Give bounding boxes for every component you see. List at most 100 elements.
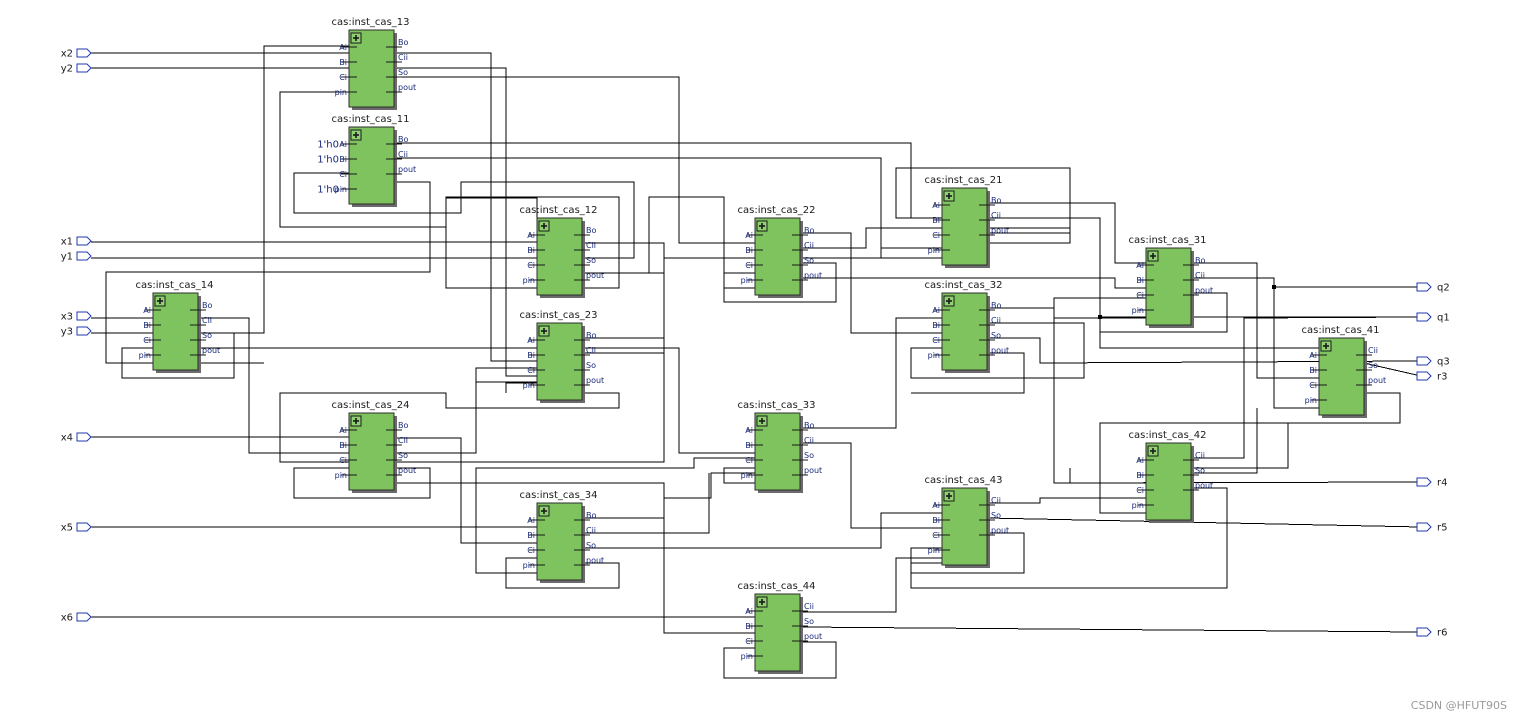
input-pin-ai: Ai bbox=[339, 426, 347, 435]
expand-plus-icon[interactable] bbox=[1147, 445, 1159, 457]
output-port-label: q1 bbox=[1437, 313, 1450, 324]
wire-net-51 bbox=[723, 641, 837, 679]
expand-plus-icon[interactable] bbox=[538, 220, 550, 232]
output-pin-pout: pout bbox=[804, 271, 822, 280]
input-port-y1[interactable]: y1 bbox=[61, 251, 92, 263]
output-pin-bo: Bo bbox=[991, 301, 1001, 310]
expand-plus-icon[interactable] bbox=[350, 32, 362, 44]
expand-plus-icon[interactable] bbox=[756, 415, 768, 427]
output-port-arrow-icon bbox=[1416, 282, 1432, 292]
input-pin-bi: Bi bbox=[527, 246, 535, 255]
input-pin-ai: Ai bbox=[1136, 261, 1144, 270]
input-pin-ci: Ci bbox=[932, 336, 940, 345]
output-port-q1[interactable]: q1 bbox=[1416, 312, 1450, 324]
input-port-label: x2 bbox=[61, 49, 73, 60]
expand-plus-icon[interactable] bbox=[538, 505, 550, 517]
expand-plus-icon[interactable] bbox=[943, 190, 955, 202]
wire-net-2 bbox=[91, 67, 537, 377]
input-port-x5[interactable]: x5 bbox=[61, 522, 92, 534]
junction-layer bbox=[1098, 285, 1276, 319]
cas-block-11[interactable]: cas:inst_cas_11Ai1'h0Bi1'h0Cipin1'h0BoCi… bbox=[317, 114, 416, 207]
output-port-r4[interactable]: r4 bbox=[1416, 477, 1447, 489]
input-pin-pin: pin bbox=[1132, 306, 1144, 315]
output-port-arrow-icon bbox=[1416, 371, 1432, 381]
output-port-r6[interactable]: r6 bbox=[1416, 627, 1447, 639]
input-pin-ci: Ci bbox=[1309, 381, 1317, 390]
expand-plus-icon[interactable] bbox=[1147, 250, 1159, 262]
output-pin-so: So bbox=[804, 617, 814, 626]
input-pin-pin: pin bbox=[741, 652, 753, 661]
expand-plus-icon[interactable] bbox=[943, 490, 955, 502]
input-pin-pin: pin bbox=[139, 351, 151, 360]
input-pin-ai: Ai bbox=[745, 607, 753, 616]
output-pin-pout: pout bbox=[202, 346, 220, 355]
expand-plus-icon[interactable] bbox=[350, 415, 362, 427]
output-port-r3[interactable]: r3 bbox=[1416, 371, 1447, 383]
input-port-x6[interactable]: x6 bbox=[61, 612, 92, 624]
expand-plus-icon[interactable] bbox=[756, 596, 768, 608]
output-port-q2[interactable]: q2 bbox=[1416, 282, 1450, 294]
output-pin-bo: Bo bbox=[586, 511, 596, 520]
wire-net-53 bbox=[910, 322, 1085, 379]
block-title: cas:inst_cas_23 bbox=[519, 310, 597, 321]
input-pin-bi: Bi bbox=[1309, 366, 1317, 375]
input-pin-bi: Bi bbox=[745, 622, 753, 631]
output-pin-pout: pout bbox=[804, 466, 822, 475]
input-port-arrow-icon bbox=[76, 522, 92, 532]
input-pin-pin: pin bbox=[1305, 396, 1317, 405]
output-port-label: q2 bbox=[1437, 283, 1450, 294]
wire-net-61 bbox=[1099, 292, 1228, 333]
input-pin-ai: Ai bbox=[143, 306, 151, 315]
wire-net-54 bbox=[987, 337, 1422, 364]
output-pin-cii: Cii bbox=[1195, 451, 1205, 460]
wire-net-7 bbox=[394, 157, 942, 259]
expand-plus-icon[interactable] bbox=[154, 295, 166, 307]
block-body bbox=[754, 593, 801, 672]
output-port-r5[interactable]: r5 bbox=[1416, 522, 1447, 534]
input-pin-ci: Ci bbox=[745, 261, 753, 270]
input-pin-pin: pin bbox=[523, 561, 535, 570]
output-pin-cii: Cii bbox=[804, 602, 814, 611]
input-pin-pin: pin bbox=[741, 471, 753, 480]
output-port-q3[interactable]: q3 bbox=[1416, 356, 1450, 368]
input-pin-ci: Ci bbox=[527, 261, 535, 270]
output-pin-bo: Bo bbox=[202, 301, 212, 310]
input-port-x4[interactable]: x4 bbox=[61, 432, 92, 444]
expand-plus-icon[interactable] bbox=[538, 325, 550, 337]
input-pin-pin: pin bbox=[335, 471, 347, 480]
wire-net-68 bbox=[1191, 408, 1258, 474]
input-port-arrow-icon bbox=[76, 612, 92, 622]
expand-plus-icon[interactable] bbox=[1320, 340, 1332, 352]
block-title: cas:inst_cas_13 bbox=[331, 17, 409, 28]
wire-net-52 bbox=[987, 307, 1422, 484]
input-port-arrow-icon bbox=[76, 236, 92, 246]
expand-plus-icon[interactable] bbox=[943, 295, 955, 307]
expand-plus-icon[interactable] bbox=[756, 220, 768, 232]
input-port-y3[interactable]: y3 bbox=[61, 326, 92, 338]
input-port-x3[interactable]: x3 bbox=[61, 311, 92, 323]
input-port-x1[interactable]: x1 bbox=[61, 236, 92, 248]
input-pin-pin: pin bbox=[523, 276, 535, 285]
output-pin-cii: Cii bbox=[804, 436, 814, 445]
expand-plus-icon[interactable] bbox=[350, 129, 362, 141]
wire-net-49 bbox=[800, 557, 942, 613]
input-port-y2[interactable]: y2 bbox=[61, 63, 92, 75]
block-title: cas:inst_cas_33 bbox=[737, 400, 815, 411]
input-port-x2[interactable]: x2 bbox=[61, 48, 92, 60]
